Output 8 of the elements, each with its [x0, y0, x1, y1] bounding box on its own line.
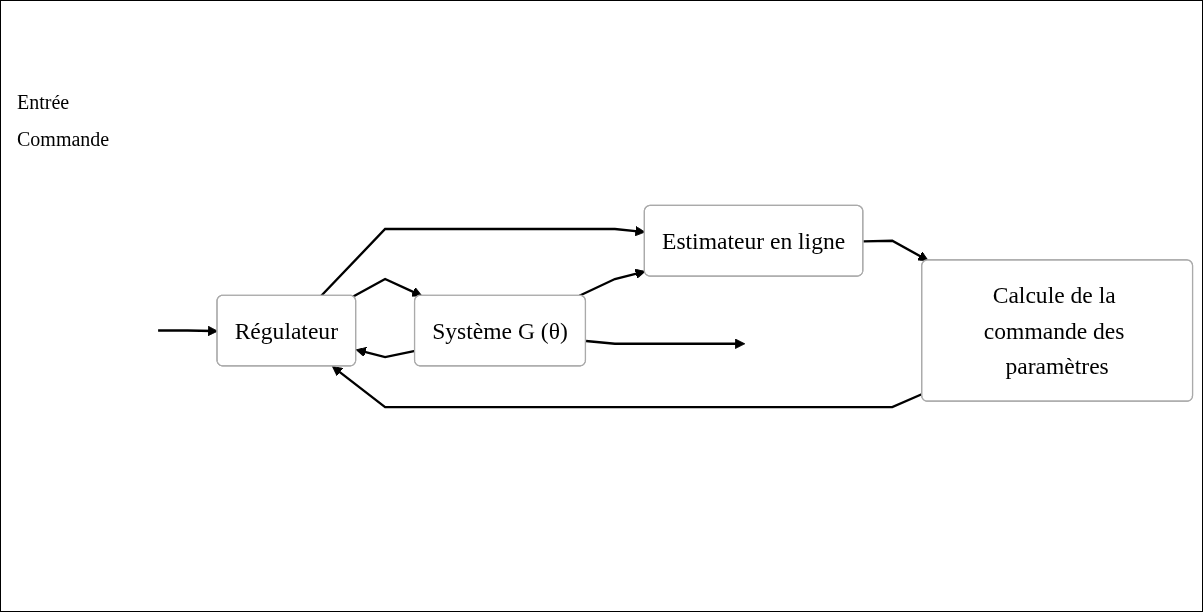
arrow [863, 239, 929, 261]
arrow [585, 338, 746, 349]
input-label: Commande [17, 128, 111, 151]
arrow [332, 365, 923, 408]
arrow [352, 277, 423, 298]
arrow [320, 225, 646, 297]
arrow [578, 268, 646, 297]
input-label: Entrée [17, 91, 71, 114]
